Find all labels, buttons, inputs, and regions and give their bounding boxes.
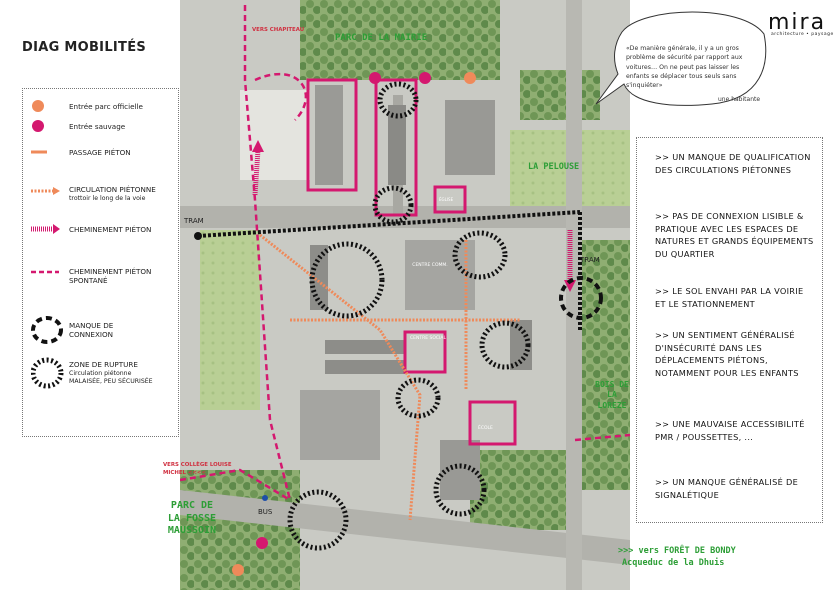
official-entrance-dot [232,564,244,576]
rupture-zone [395,377,441,419]
dotted-ring-icon [31,357,64,389]
building-1 [388,105,406,185]
wild-entrance-dot [256,537,268,549]
legend-label: MANQUE DE CONNEXION [69,321,114,340]
equipment-outline [306,78,358,192]
label-aqueduc: Acqueduc de la Dhuis [622,558,725,568]
building-block-south [300,390,380,460]
logo-tagline: architecture • paysage [771,32,834,37]
road-east [566,0,582,590]
ecole-outline [468,400,517,446]
building-4 [310,245,328,310]
label-tram-east: TRAM [580,256,600,264]
rupture-zone [372,185,414,225]
finding-item: >> LE SOL ENVAHI PAR LA VOIRIE ET LE STA… [655,286,804,309]
label-vers-chapiteau: VERS CHAPITEAU [252,27,305,33]
label-centre-comm: CENTRE COMM. [412,263,448,268]
legend-label: PASSAGE PIÉTON [69,148,131,157]
rupture-zone [309,241,385,319]
label-pelouse: LA PELOUSE [528,162,580,172]
building-11 [510,320,532,370]
legend-sublabel: Circulation piétonne MALAISÉE, PEU SÉCUR… [69,370,153,386]
legend-label: CIRCULATION PIÉTONNE [69,185,156,194]
spontaneous-path [180,468,291,502]
finding-item: >> UN SENTIMENT GÉNÉRALISÉ D'INSÉCURITÉ … [655,330,799,379]
orange-dash-icon [31,150,47,154]
rupture-zone [287,489,349,551]
magenta-dashed-icon [31,270,59,274]
findings-box: >> UN MANQUE DE QUALIFICATION DES CIRCUL… [636,137,823,523]
dashed-ring-icon [31,316,63,344]
wild-entrance-dot [419,72,431,84]
building [315,85,343,185]
quote-bubble-shape [595,11,767,106]
legend-label: ZONE DE RUPTURE [69,360,138,369]
label-centre-social: CENTRE SOCIAL [410,336,446,341]
label-bus: BUS [258,508,273,516]
tram-stop-icon [194,232,202,240]
label-bois-loreze: BOIS DE LA LOREZE [595,380,629,410]
logo: mira [768,10,827,35]
label-parc-fosse: PARC DE LA FOSSE MAUSSOIN [167,500,217,536]
pedestrian-path [252,149,261,196]
magenta-dot-icon [32,120,44,132]
label-parc-mairie: PARC DE LA MAIRIE [335,33,428,43]
orange-arrow-icon [31,187,60,195]
official-entrance-dot [464,72,476,84]
path-arrow-icon [252,140,264,152]
rupture-zones [287,81,531,551]
magenta-arrow-icon [31,224,60,234]
tram-line [197,210,581,238]
centre-social-outline [403,330,447,374]
eglise-outline [433,185,467,214]
spontaneous-path [254,73,307,121]
spontaneous-path [243,5,292,501]
bus-stop-icon [262,495,268,501]
label-vers-foret: >>> vers FORÊT DE BONDY [618,546,736,556]
page-title: DIAG MOBILITÉS [22,40,147,55]
legend-label: Entrée sauvage [69,122,126,131]
finding-item: >> PAS DE CONNEXION LISIBLE & PRATIQUE A… [655,211,814,260]
green-strip-west [200,230,260,410]
aerial-map [180,0,630,590]
centre-commercial [405,240,475,310]
rupture-zone [433,463,487,517]
quote-author: une habitante [718,96,761,103]
finding-item: >> UN MANQUE GÉNÉRALISÉ DE SIGNALÉTIQUE [655,477,799,500]
missing-connection-ring [559,276,603,320]
legend-sublabel: trottoir le long de la voie [69,195,146,202]
legend-box: Entrée parc officielle Entrée sauvage PA… [22,88,179,437]
orange-dot-icon [32,100,44,112]
label-vers-college: VERS COLLÈGE LOUISE MICHEL <<<< [163,462,232,476]
parc-mairie-area [300,0,500,80]
label-ecole: ÉCOLE [478,426,493,431]
quote-bubble [595,11,767,106]
trees-northeast [520,70,600,120]
equipment-outline [374,78,418,217]
wild-entrance-dot [369,72,381,84]
legend-label: CHEMINEMENT PIÉTON SPONTANÉ [69,267,152,286]
rupture-zone [479,320,531,370]
green-area-south [470,450,580,530]
bois-loreze-area [580,240,630,490]
label-tram-west: TRAM [184,217,204,225]
quote-text: «De manière générale, il y a un gros pro… [626,45,743,90]
finding-item: >> UNE MAUVAISE ACCESSIBILITÉ PMR / POUS… [655,419,805,442]
rupture-zone [377,81,419,119]
finding-item: >> UN MANQUE DE QUALIFICATION DES CIRCUL… [655,152,811,175]
building [445,100,495,175]
pedestrian-circulation [259,233,422,521]
rupture-zone [452,230,508,280]
building-7 [325,360,405,374]
path-arrow-icon [564,280,576,292]
legend-label: CHEMINEMENT PIÉTON [69,225,152,234]
building-6 [325,340,405,354]
label-eglise: ÉGLISE [439,197,454,202]
legend-label: Entrée parc officielle [69,102,143,111]
